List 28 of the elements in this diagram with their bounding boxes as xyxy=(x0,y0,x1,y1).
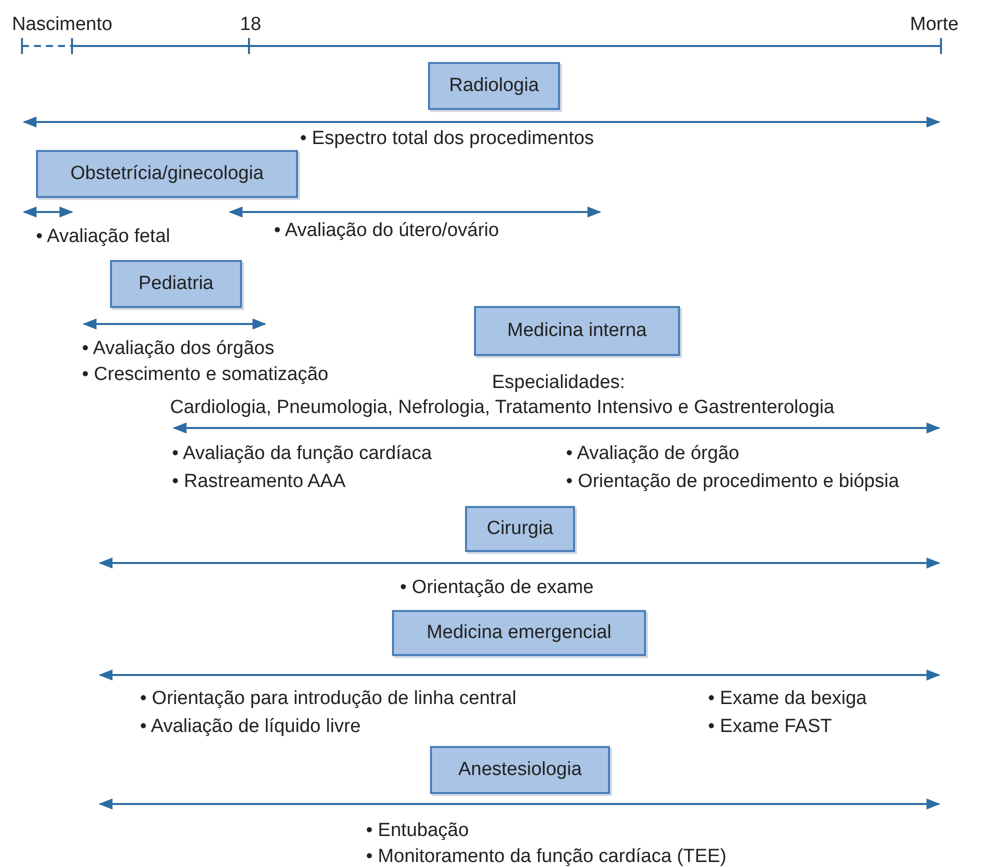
bullet-item: • Avaliação do útero/ovário xyxy=(274,220,499,242)
bullet-item: • Avaliação dos órgãos xyxy=(82,338,274,360)
timeline-label: 18 xyxy=(240,14,262,36)
specialty-box: Medicina emergencial xyxy=(392,610,646,656)
bullet-item: • Crescimento e somatização xyxy=(82,364,328,386)
bullet-item: • Avaliação de líquido livre xyxy=(140,716,361,738)
bullet-item: • Avaliação de órgão xyxy=(566,443,740,465)
specialty-box: Cirurgia xyxy=(465,506,575,552)
bullet-item: • Exame FAST xyxy=(708,716,832,738)
specialty-box: Anestesiologia xyxy=(430,746,610,794)
bullet-item: • Avaliação da função cardíaca xyxy=(172,443,432,465)
specialty-box: Pediatria xyxy=(110,260,242,308)
bullet-item: • Monitoramento da função cardíaca (TEE) xyxy=(366,846,726,867)
specialties-text: Especialidades: xyxy=(492,372,626,394)
specialty-box: Medicina interna xyxy=(474,306,680,356)
specialty-box: Radiologia xyxy=(428,62,560,110)
specialties-text: Cardiologia, Pneumologia, Nefrologia, Tratamento Intensivo e Gastrenterologia xyxy=(170,397,834,419)
bullet-item: • Avaliação fetal xyxy=(36,226,170,248)
timeline-label: Morte xyxy=(910,14,959,36)
bullet-item: • Espectro total dos procedimentos xyxy=(300,128,594,150)
bullet-item: • Orientação para introdução de linha central xyxy=(140,688,516,710)
bullet-item: • Rastreamento AAA xyxy=(172,471,346,493)
bullet-item: • Orientação de exame xyxy=(400,577,594,599)
specialty-box: Obstetrícia/ginecologia xyxy=(36,150,298,198)
timeline-label: Nascimento xyxy=(12,14,112,36)
bullet-item: • Exame da bexiga xyxy=(708,688,867,710)
bullet-item: • Orientação de procedimento e biópsia xyxy=(566,471,900,493)
bullet-item: • Entubação xyxy=(366,820,469,842)
